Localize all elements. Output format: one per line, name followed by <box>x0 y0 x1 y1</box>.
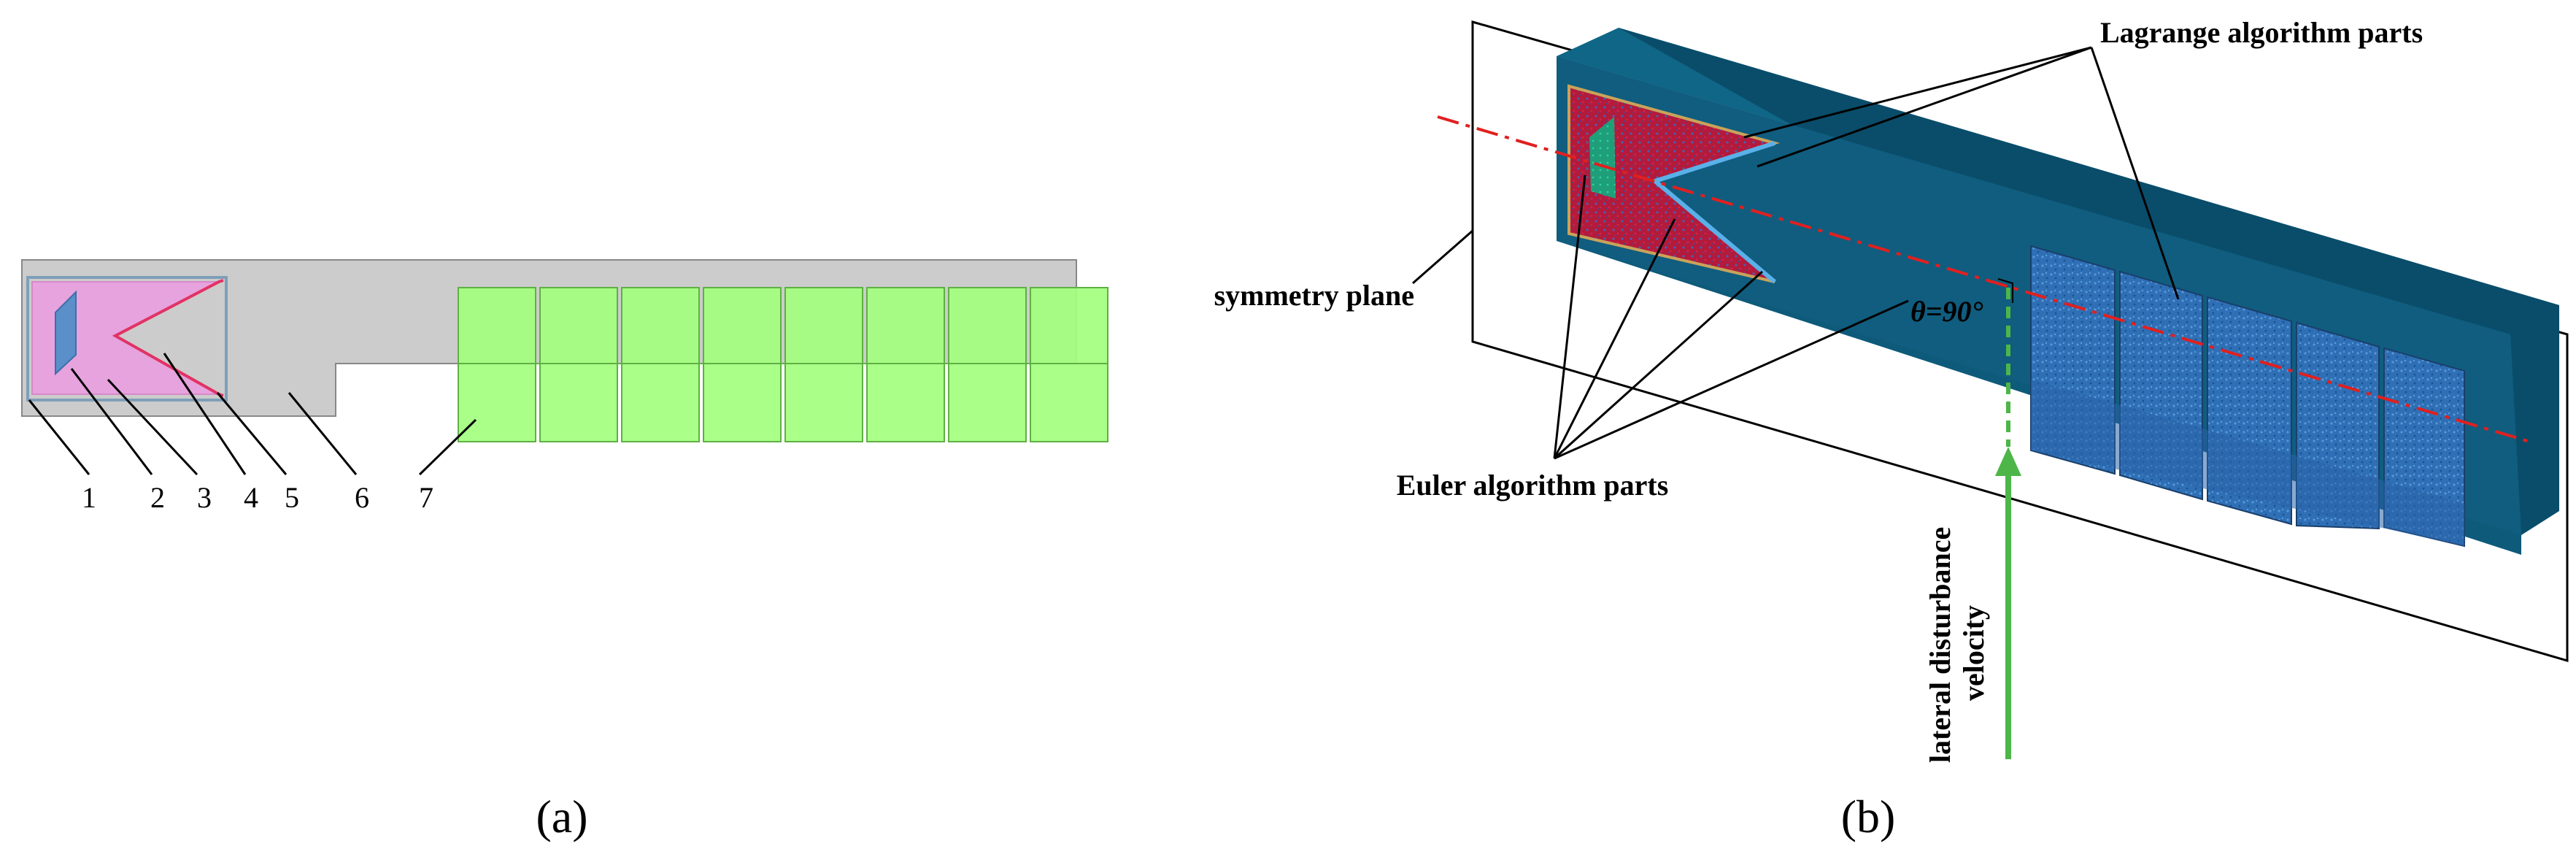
symmetry-leader <box>1412 229 1473 285</box>
target-plate <box>866 287 945 442</box>
target-plate <box>458 287 536 442</box>
panel-b: θ=90° lateral disturbance velocity Lagra… <box>1214 16 2569 842</box>
lagrange-label: Lagrange algorithm parts <box>2100 16 2423 49</box>
angle-label: θ=90° <box>1910 295 1983 328</box>
caption-b: (b) <box>1841 791 1896 842</box>
part-number-2: 2 <box>150 481 165 514</box>
caption-a: (a) <box>536 791 587 842</box>
part-number-4: 4 <box>244 481 258 514</box>
velocity-label-line2: velocity <box>1957 605 1990 701</box>
part-number-6: 6 <box>355 481 369 514</box>
part-number-5: 5 <box>285 481 299 514</box>
euler-leaders <box>1553 174 1909 460</box>
target-plate <box>948 287 1027 442</box>
part-number-7: 7 <box>419 481 433 514</box>
panel-a: 1 2 3 4 5 6 7 (a) <box>21 259 1108 842</box>
initiator <box>55 290 77 376</box>
symmetry-axis <box>1437 115 2533 444</box>
leader-lines <box>28 353 477 476</box>
euler-label: Euler algorithm parts <box>1397 469 1669 502</box>
target-plate <box>539 287 618 442</box>
target-plates <box>458 287 1108 442</box>
part-number-3: 3 <box>197 481 212 514</box>
velocity-label-line1: lateral disturbance <box>1924 527 1956 763</box>
lagrange-leaders <box>1743 46 2180 300</box>
velocity-arrow-head <box>1995 447 2021 476</box>
target-plate <box>621 287 700 442</box>
liner-region <box>1650 141 1776 284</box>
symmetry-label: symmetry plane <box>1214 279 1414 312</box>
part-number-1: 1 <box>82 481 96 514</box>
target-plate <box>703 287 782 442</box>
initiator-region <box>1589 117 1616 199</box>
lagrange-plates <box>2030 245 2465 548</box>
plate-lower-shade <box>2031 380 2464 546</box>
right-angle-mark <box>1997 278 2013 303</box>
target-plate <box>1030 287 1108 442</box>
target-plate <box>784 287 863 442</box>
